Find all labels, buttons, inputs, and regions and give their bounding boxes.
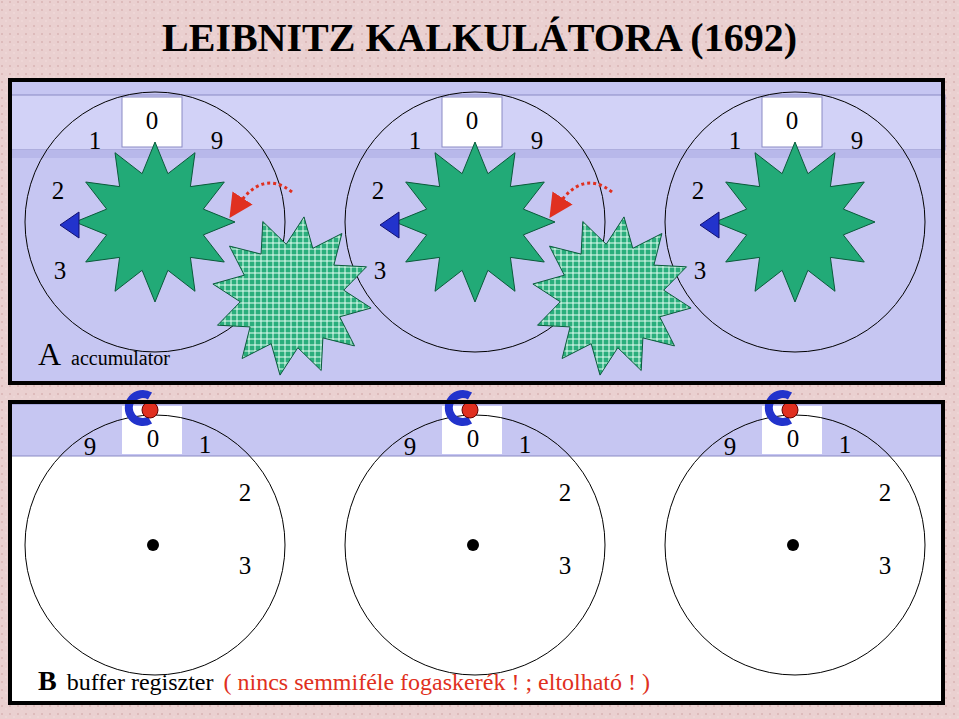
dial-digit: 9 bbox=[851, 128, 864, 153]
dial-digit: 2 bbox=[879, 480, 892, 505]
dial-circle bbox=[25, 415, 285, 675]
pin-dot bbox=[782, 402, 798, 418]
register-caption: buffer regiszter bbox=[67, 669, 214, 695]
dial-circle bbox=[345, 415, 605, 675]
dial-digit: 1 bbox=[839, 432, 852, 457]
title: LEIBNITZ KALKULÁTORA (1692) bbox=[0, 14, 959, 61]
dial-digit: 2 bbox=[52, 178, 65, 203]
dial-circle bbox=[665, 415, 925, 675]
dial-digit: 1 bbox=[89, 128, 102, 153]
dial-digit: 0 bbox=[466, 108, 479, 133]
centre-dot bbox=[467, 539, 479, 551]
dial-digit: 9 bbox=[84, 434, 97, 459]
pointer-triangle bbox=[380, 212, 399, 238]
dial-digit: 1 bbox=[409, 128, 422, 153]
carry-arrow bbox=[236, 183, 292, 208]
centre-dot bbox=[787, 539, 799, 551]
green-gear bbox=[715, 142, 875, 302]
pin-dot bbox=[142, 402, 158, 418]
register-caption: accumulator bbox=[71, 347, 170, 369]
register-letter: A bbox=[38, 336, 61, 372]
hatched-gear bbox=[213, 217, 371, 375]
dial-digit: 9 bbox=[404, 434, 417, 459]
dial-digit: 3 bbox=[374, 258, 387, 283]
dial-digit: 9 bbox=[531, 128, 544, 153]
panel-label-row: Bbuffer regiszter ( nincs semmiféle fogas… bbox=[38, 665, 660, 697]
centre-dot bbox=[147, 539, 159, 551]
dial-digit: 3 bbox=[239, 553, 252, 578]
carry-arrow bbox=[556, 183, 612, 208]
dial-circle bbox=[665, 92, 925, 352]
hatched-gear bbox=[533, 217, 691, 375]
dial-digit: 3 bbox=[694, 258, 707, 283]
dial-digit: 1 bbox=[729, 128, 742, 153]
dial-digit: 2 bbox=[559, 480, 572, 505]
dial-digit: 3 bbox=[54, 258, 67, 283]
dial-digit: 0 bbox=[147, 426, 160, 451]
dial-digit: 0 bbox=[786, 108, 799, 133]
pointer-triangle bbox=[60, 212, 79, 238]
register-caption: ( nincs semmiféle fogaskerék ! ; eltolha… bbox=[224, 669, 651, 695]
dial-digit: 0 bbox=[146, 108, 159, 133]
dial-digit: 3 bbox=[559, 553, 572, 578]
register-letter: B bbox=[38, 665, 57, 696]
pin-dot bbox=[462, 402, 478, 418]
pointer-triangle bbox=[700, 212, 719, 238]
dial-digit: 0 bbox=[467, 426, 480, 451]
dial-digit: 2 bbox=[372, 178, 385, 203]
digit-window bbox=[442, 97, 502, 147]
green-gear bbox=[75, 142, 235, 302]
panel-label-row: Aaccumulator bbox=[38, 336, 180, 373]
dial-digit: 9 bbox=[724, 434, 737, 459]
dial-digit: 9 bbox=[211, 128, 224, 153]
dial-digit: 2 bbox=[239, 480, 252, 505]
dial-digit: 1 bbox=[199, 432, 212, 457]
dial-digit: 1 bbox=[519, 432, 532, 457]
digit-window bbox=[122, 97, 182, 147]
dial-digit: 2 bbox=[692, 178, 705, 203]
dial-digit: 3 bbox=[879, 553, 892, 578]
digit-window bbox=[762, 97, 822, 147]
dial-digit: 0 bbox=[787, 426, 800, 451]
green-gear bbox=[395, 142, 555, 302]
